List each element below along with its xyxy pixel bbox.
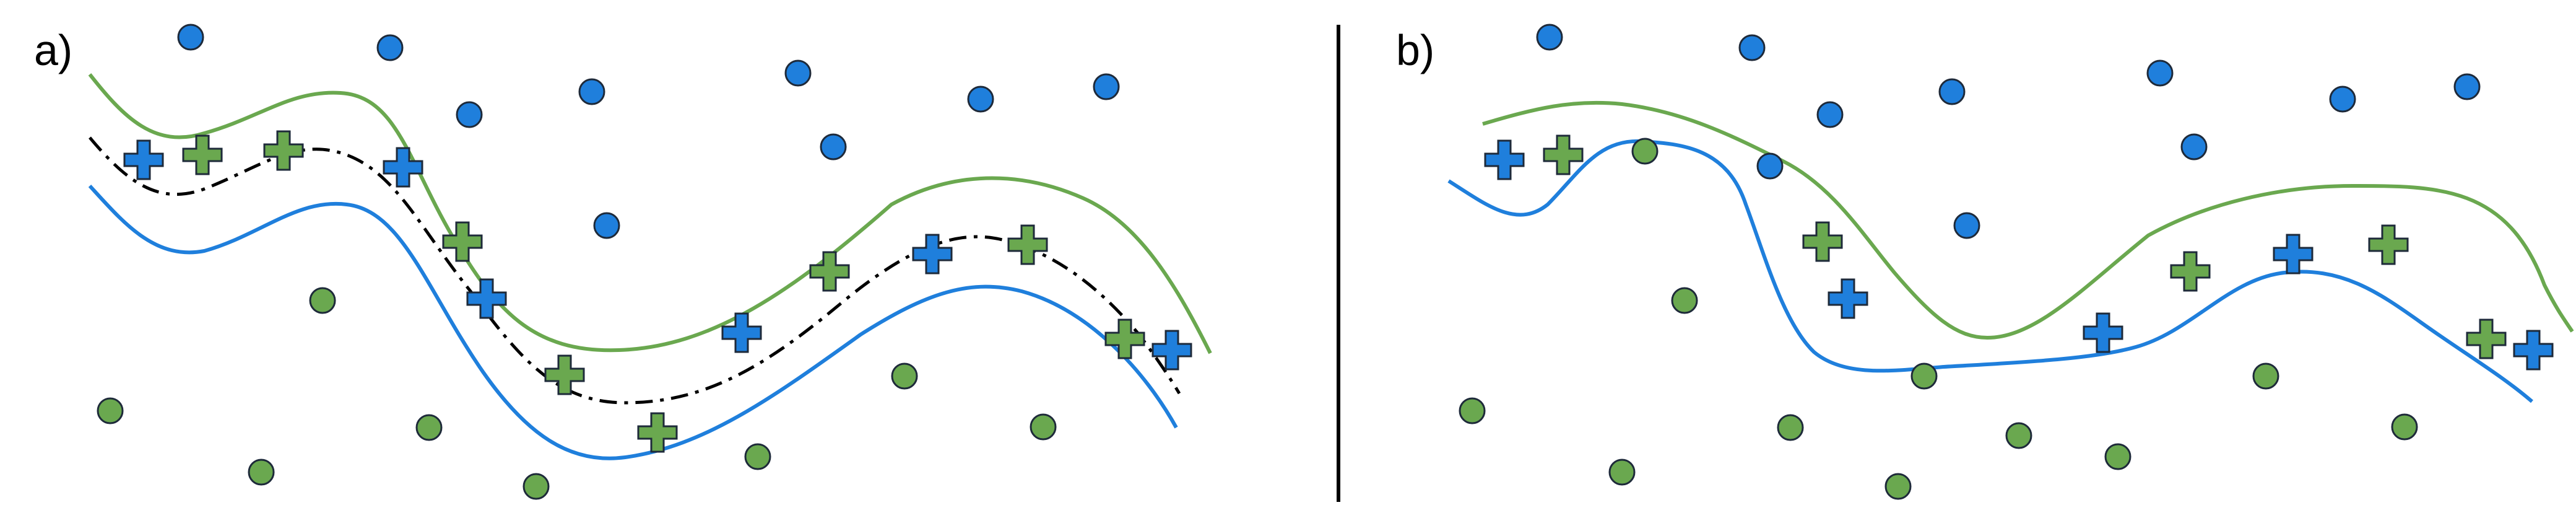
panel-b-green-circle-marker [2391, 413, 2418, 441]
panel-b-green-circle-marker [1608, 459, 1636, 486]
panel-a-green-margin-curve [88, 73, 1212, 354]
panel-a-blue-plus-marker [721, 312, 762, 353]
panel-a-green-circle-marker [744, 443, 771, 470]
panel-a-green-circle-marker [1030, 413, 1057, 441]
panel-b-green-circle-marker [2252, 362, 2279, 390]
panel-b-green-circle-marker [2104, 443, 2131, 470]
panel-a-dashed-boundary [89, 136, 1181, 405]
panel-a-green-plus-marker [1104, 318, 1145, 359]
panel-b-blue-circle-marker [1953, 212, 1980, 239]
panel-a-green-circle-marker [248, 459, 275, 486]
panel-a-blue-circle-marker [376, 34, 404, 61]
panel-b-green-circle-marker [1671, 287, 1698, 314]
panel-b-blue-circle-marker [2329, 86, 2356, 113]
panel-a-blue-circle-marker [1093, 73, 1120, 100]
panel-a-blue-margin-curve [88, 184, 1178, 460]
panel-b-blue-circle-marker [1816, 101, 1844, 128]
panel-b-blue-plus-marker [2513, 330, 2554, 371]
panel-a-green-circle-marker [97, 397, 124, 424]
panel-b-green-circle-marker [1910, 362, 1938, 390]
panel-b-blue-circle-marker [2180, 133, 2208, 160]
panel-a-blue-plus-marker [123, 139, 164, 180]
panel-b-green-plus-marker [2466, 318, 2507, 359]
panel-b-green-circle-marker [1459, 397, 1486, 424]
panel-a-blue-circle-marker [578, 78, 605, 105]
panel-b-label: b) [1396, 26, 1434, 74]
panel-b-blue-plus-marker [2083, 312, 2123, 353]
panel-a-green-plus-marker [1007, 224, 1048, 265]
panel-b-blue-circle-marker [1536, 24, 1563, 51]
panel-b-blue-circle-marker [1756, 152, 1784, 180]
panel-a-green-plus-marker [182, 134, 223, 175]
panel-a-green-plus-marker [263, 130, 304, 171]
panel-a-blue-circle-marker [456, 101, 483, 128]
panel-b-curves [1447, 100, 2574, 403]
panel-a-green-plus-marker [637, 412, 678, 453]
panel-b-green-plus-marker [1543, 134, 1584, 175]
panel-b-blue-circle-marker [1938, 78, 1966, 105]
panel-a-blue-circle-marker [593, 212, 620, 239]
panel-a-blue-circle-marker [784, 59, 812, 87]
panel-a-curves [88, 73, 1212, 460]
panel-a-green-circle-marker [309, 287, 336, 314]
panel-a-blue-plus-marker [383, 147, 423, 188]
panel-b-blue-circle-marker [1738, 34, 1766, 61]
panel-a-green-plus-marker [809, 251, 850, 292]
panel-a-green-plus-marker [544, 354, 585, 395]
panel-b-blue-circle-marker [2146, 59, 2174, 87]
panel-b-blue-plus-marker [2273, 234, 2314, 274]
panel-b-blue-plus-marker [1484, 139, 1525, 180]
panel-a-label: a) [34, 26, 72, 74]
panel-b-green-circle-marker [1777, 414, 1804, 441]
panel-a-blue-circle-marker [967, 86, 994, 113]
panel-a-green-plus-marker [442, 221, 483, 262]
panel-a-blue-circle-marker [820, 133, 847, 160]
panel-b-green-plus-marker [1802, 221, 1843, 262]
panel-b-green-circle-marker [2005, 422, 2032, 449]
panel-b-green-circle-marker [1884, 473, 1912, 500]
panel-a-green-circle-marker [891, 362, 918, 390]
panel-b-green-boundary [1482, 100, 2574, 340]
panel-a-blue-plus-marker [912, 234, 953, 274]
panel-a-green-circle-marker [523, 473, 550, 500]
panel-b-blue-boundary [1447, 139, 2533, 403]
panel-b-blue-circle-marker [2453, 73, 2481, 100]
panel-a-blue-plus-marker [466, 278, 507, 319]
panel-a-blue-circle-marker [177, 24, 204, 51]
markers-layer [97, 24, 2554, 500]
panel-b-blue-plus-marker [1828, 278, 1868, 319]
panel-b-green-circle-marker [1631, 138, 1659, 165]
panel-a-blue-plus-marker [1151, 330, 1192, 371]
panel-b-green-plus-marker [2368, 224, 2409, 265]
panel-a-green-circle-marker [415, 414, 443, 441]
panel-b-green-plus-marker [2170, 251, 2211, 292]
